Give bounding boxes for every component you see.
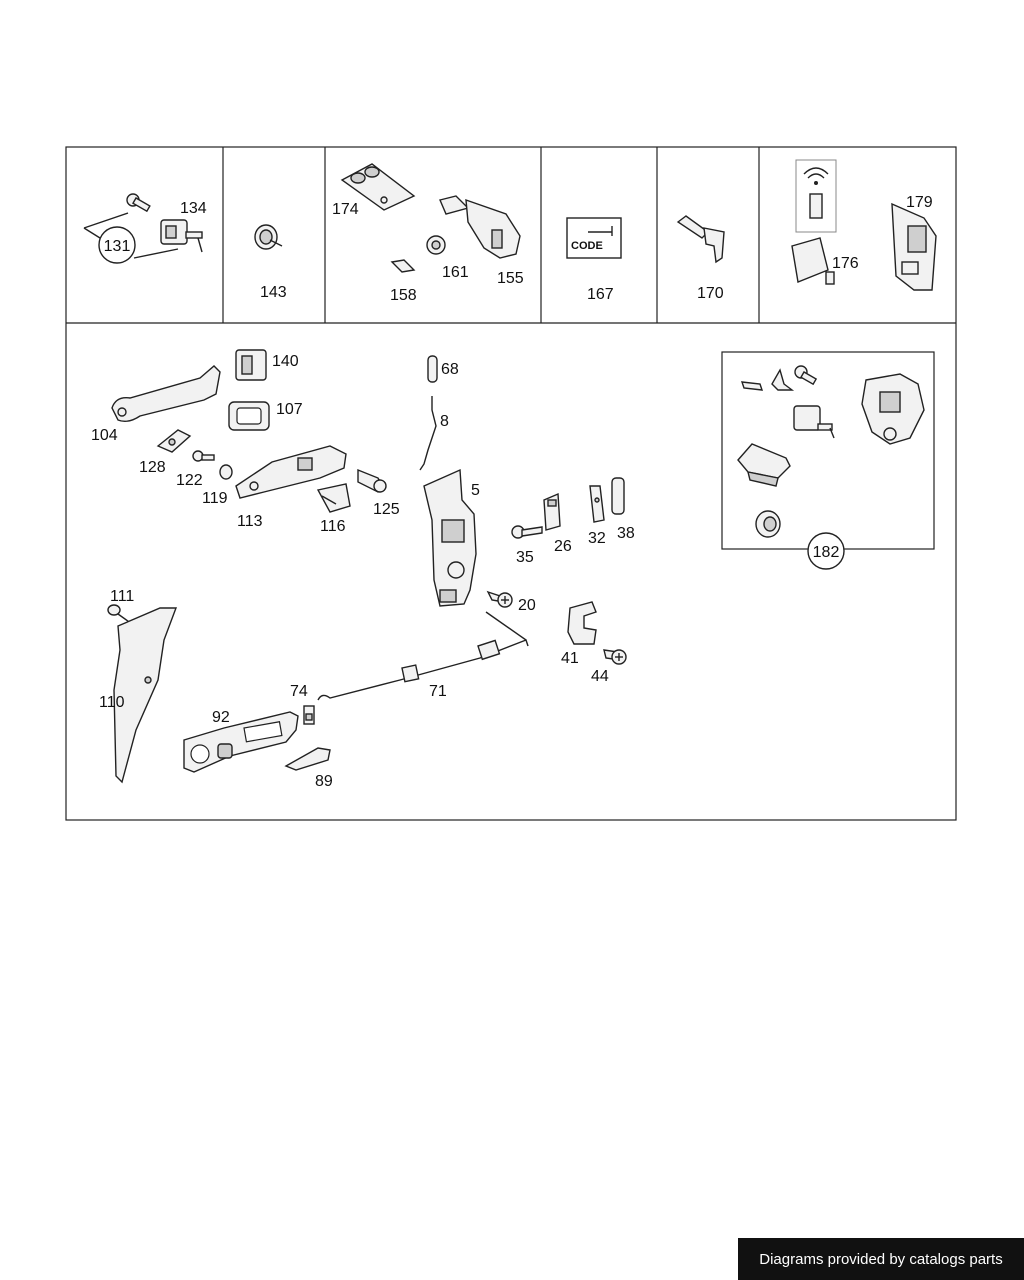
callout-leader	[83, 212, 129, 229]
callout-143[interactable]: 143	[260, 284, 287, 301]
lock-barrel-143-part[interactable]	[254, 224, 283, 250]
callout-110[interactable]: 110	[99, 694, 125, 711]
panel-keys: 174 161 158 155	[332, 163, 524, 304]
hook-bracket-41-part[interactable]	[567, 601, 597, 645]
rod-8-part[interactable]	[419, 396, 437, 471]
callout-116[interactable]: 116	[320, 518, 346, 535]
screw-44-part[interactable]	[603, 649, 627, 665]
rod-68-part[interactable]	[427, 355, 438, 383]
bushing-119-part[interactable]	[219, 464, 233, 480]
callout-circle-131	[98, 226, 136, 264]
callout-74[interactable]: 74	[290, 683, 308, 700]
panel-131-lock-set: 131 134	[83, 193, 207, 264]
callout-122[interactable]: 122	[176, 472, 203, 489]
callout-92[interactable]: 92	[212, 709, 230, 726]
bracket-26-part[interactable]	[543, 492, 561, 531]
handle-carrier-113-part[interactable]	[235, 445, 347, 499]
callout-44[interactable]: 44	[591, 668, 609, 685]
callout-167[interactable]: 167	[587, 286, 614, 303]
clip-116-part[interactable]	[316, 483, 351, 513]
screw-35-part[interactable]	[511, 525, 543, 539]
remote-signal-symbol	[795, 159, 837, 233]
callout-111[interactable]: 111	[110, 588, 134, 605]
callout-134[interactable]: 134	[180, 200, 207, 217]
inset-key-part[interactable]	[740, 365, 818, 391]
door-lock-5-part[interactable]	[423, 468, 477, 607]
callout-26[interactable]: 26	[554, 538, 572, 555]
panel-170: 170	[676, 215, 725, 302]
callout-41[interactable]: 41	[561, 650, 579, 667]
seal-107-part[interactable]	[228, 401, 270, 431]
cover-140-part[interactable]	[235, 349, 267, 381]
callout-circle-182	[807, 532, 845, 570]
footer-credit: Diagrams provided by catalogs parts	[738, 1238, 1024, 1280]
callout-leader	[133, 248, 179, 259]
callout-179[interactable]: 179	[906, 194, 933, 211]
clip-74-part[interactable]	[303, 705, 315, 725]
trim-110-part[interactable]	[113, 607, 178, 784]
code-card-text: CODE	[571, 240, 603, 252]
cable-71-part[interactable]	[317, 639, 529, 701]
key-fob-174-part[interactable]	[340, 163, 416, 211]
callout-5[interactable]: 5	[471, 482, 480, 499]
outer-handle-104-part[interactable]	[111, 365, 221, 423]
callout-71[interactable]: 71	[429, 683, 447, 700]
screw-20-part[interactable]	[486, 590, 513, 608]
panel-176-179: 176 179	[791, 159, 937, 291]
callout-140[interactable]: 140	[272, 353, 299, 370]
callout-68[interactable]: 68	[441, 361, 459, 378]
callout-89[interactable]: 89	[315, 773, 333, 790]
inner-handle-frame-92-part[interactable]	[183, 711, 299, 773]
callout-161[interactable]: 161	[442, 264, 469, 281]
clip-158-part[interactable]	[390, 259, 416, 273]
inset-kit-182: 182	[721, 351, 935, 570]
screw-122-part[interactable]	[192, 450, 215, 462]
lock-cylinder-134-part[interactable]	[160, 219, 203, 253]
callout-125[interactable]: 125	[373, 501, 400, 518]
plate-38-part[interactable]	[611, 477, 625, 515]
callout-131[interactable]: 131	[104, 238, 131, 255]
key-170-part[interactable]	[676, 215, 725, 264]
control-unit-176-part[interactable]	[791, 237, 835, 285]
callout-35[interactable]: 35	[516, 549, 534, 566]
key-155-part[interactable]	[439, 195, 521, 259]
gasket-128-part[interactable]	[156, 429, 192, 453]
panel-167: CODE 167	[566, 217, 622, 303]
lever-89-part[interactable]	[284, 747, 331, 771]
key-blank-part[interactable]	[126, 193, 151, 213]
callout-176[interactable]: 176	[832, 255, 859, 272]
callout-119[interactable]: 119	[202, 490, 228, 507]
callout-113[interactable]: 113	[237, 513, 263, 530]
callout-170[interactable]: 170	[697, 285, 724, 302]
inset-lock-module-part[interactable]	[861, 373, 925, 445]
cover-179-part[interactable]	[891, 202, 937, 291]
callout-158[interactable]: 158	[390, 287, 417, 304]
callout-182[interactable]: 182	[813, 544, 840, 561]
panel-143: 143	[254, 224, 287, 301]
callout-107[interactable]: 107	[276, 401, 303, 418]
inset-cap-part[interactable]	[737, 443, 791, 487]
callout-155[interactable]: 155	[497, 270, 524, 287]
main-exploded-view: 140 68 107 104 8 128 122 119 113 116 125…	[91, 349, 935, 790]
callout-38[interactable]: 38	[617, 525, 635, 542]
callout-leader	[485, 611, 527, 641]
callout-32[interactable]: 32	[588, 530, 606, 547]
callout-128[interactable]: 128	[139, 459, 166, 476]
plate-32-part[interactable]	[589, 485, 605, 523]
callout-174[interactable]: 174	[332, 201, 359, 218]
callout-104[interactable]: 104	[91, 427, 118, 444]
inset-bushing-part[interactable]	[755, 510, 781, 538]
callout-8[interactable]: 8	[440, 413, 449, 430]
diagram-border	[65, 146, 957, 821]
code-card-167-part[interactable]: CODE	[566, 217, 622, 259]
callout-leader	[83, 227, 101, 239]
callout-20[interactable]: 20	[518, 597, 536, 614]
coin-161-part[interactable]	[426, 235, 446, 255]
bolt-125-part[interactable]	[357, 468, 387, 493]
inset-cylinder-part[interactable]	[793, 405, 835, 439]
